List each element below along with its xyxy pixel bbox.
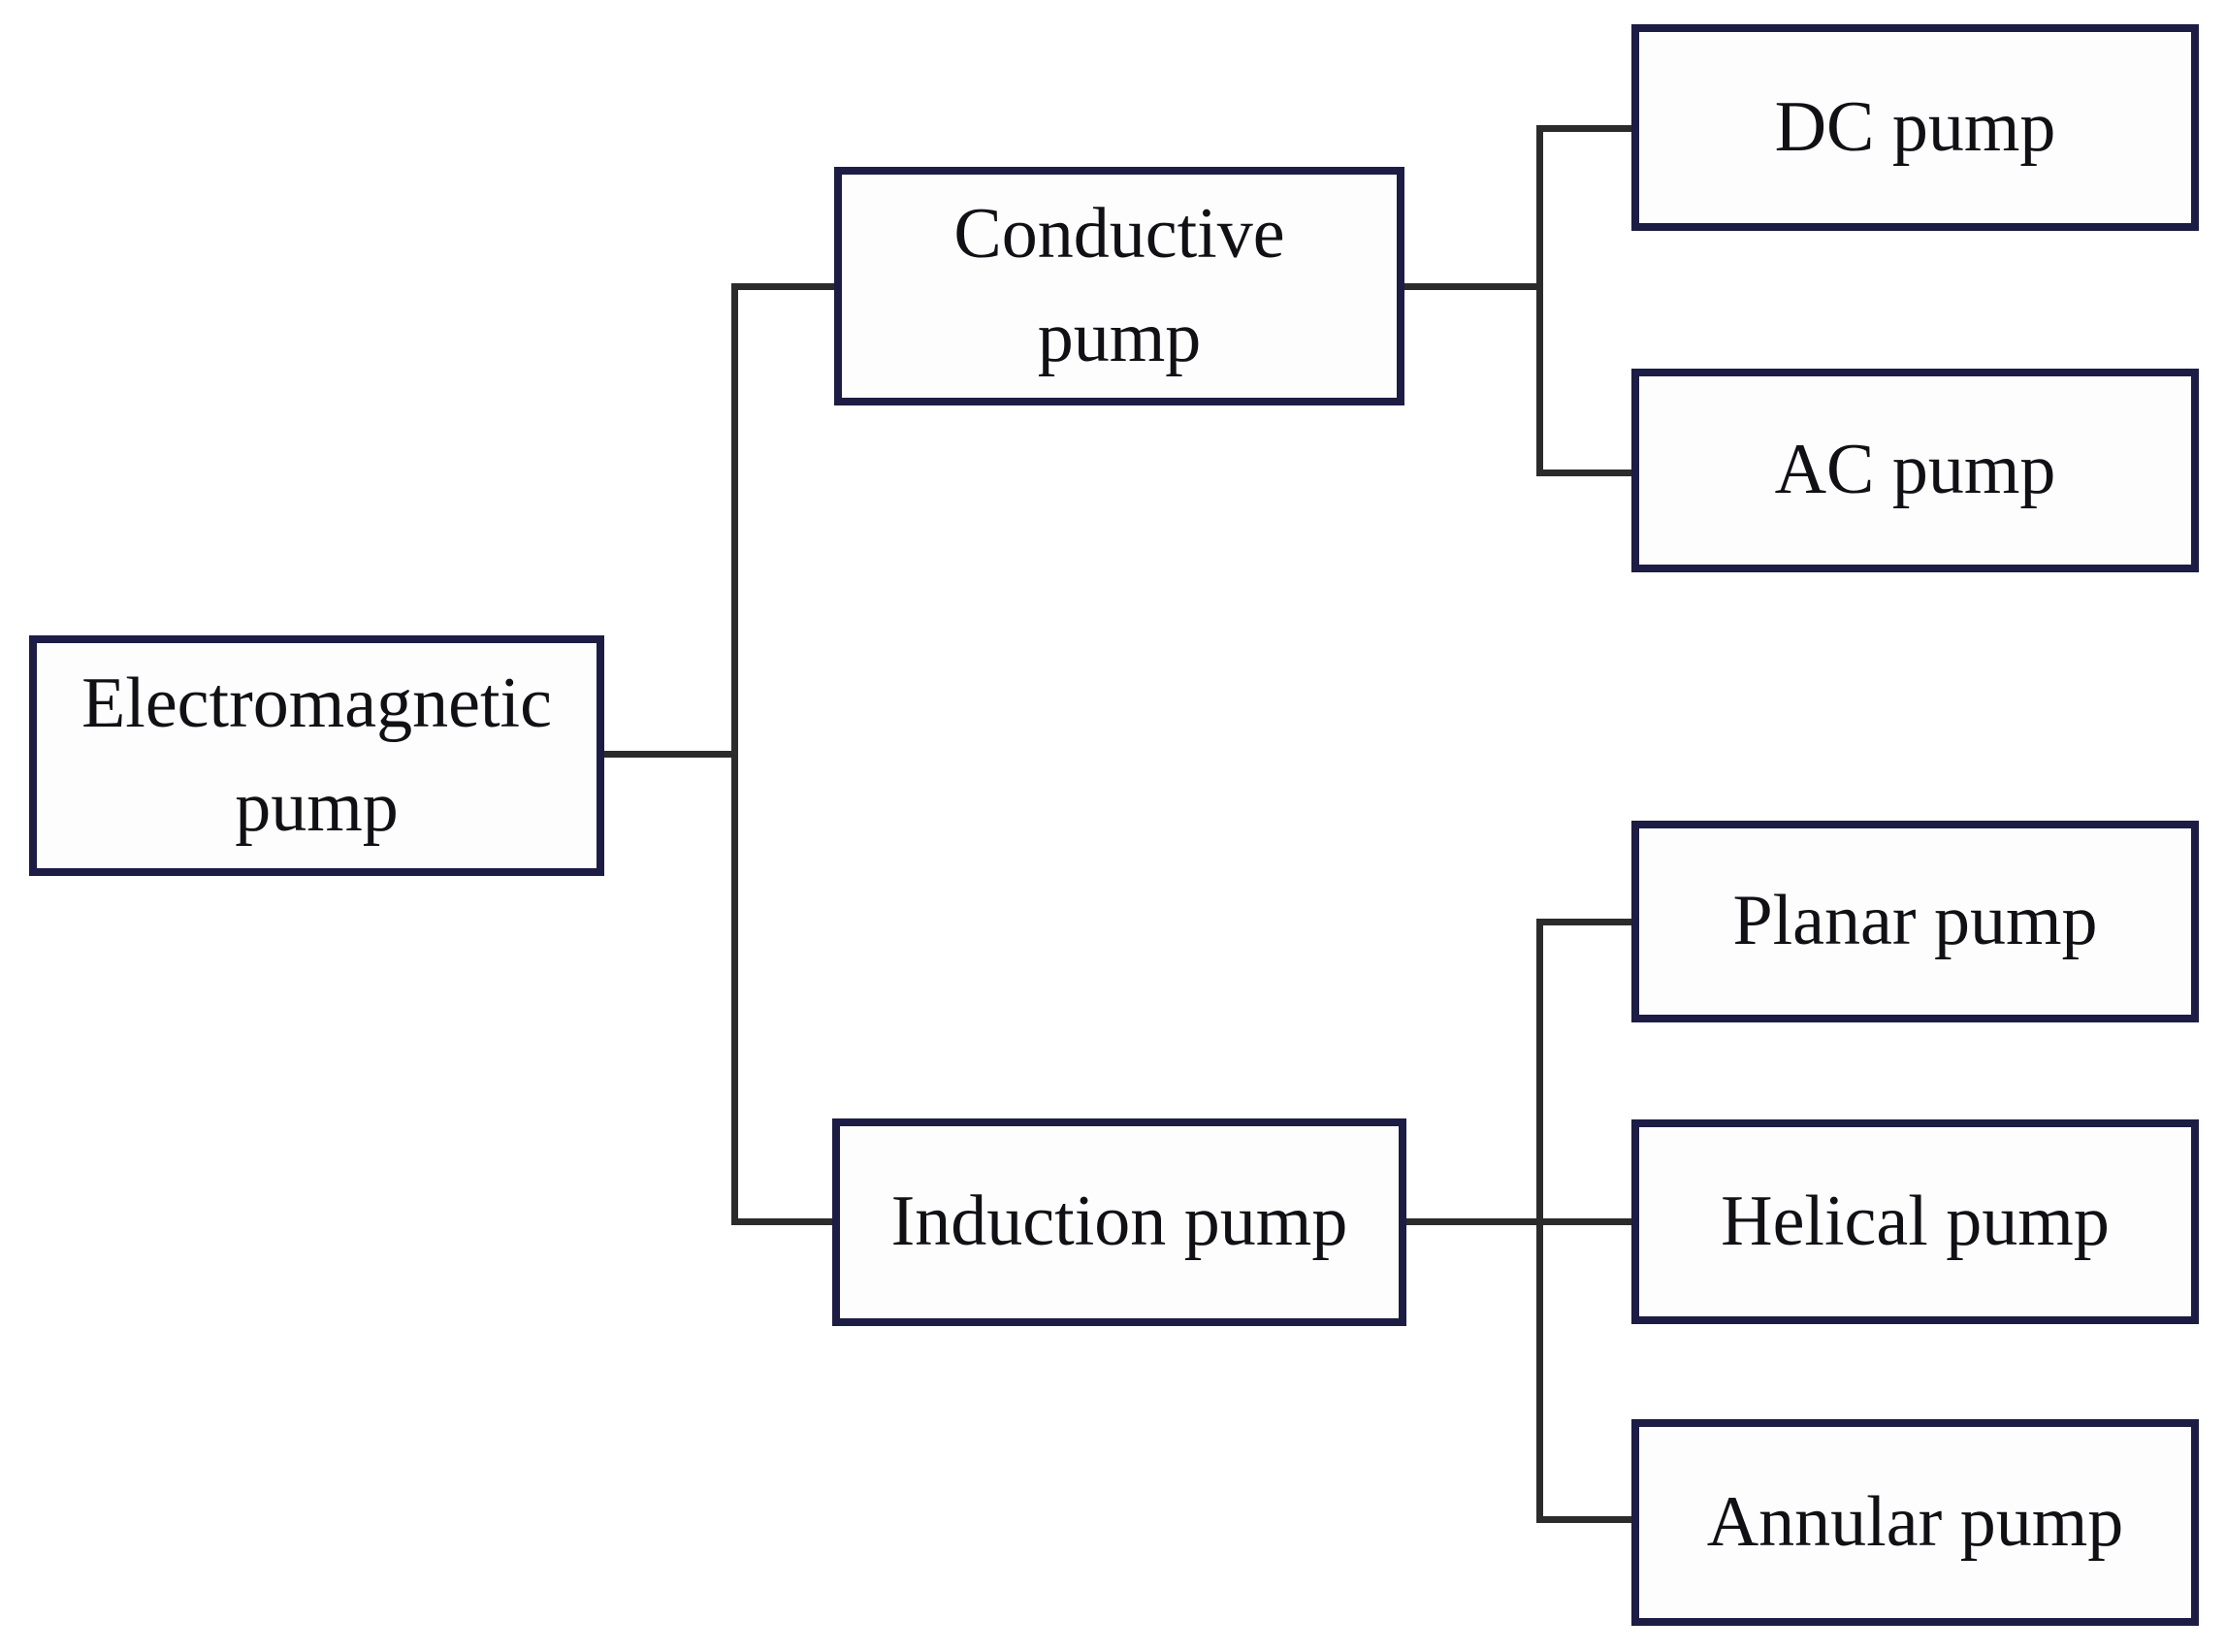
- connector-trunk-to-annular: [1536, 1516, 1631, 1523]
- connector-trunk-to-induction: [731, 1218, 832, 1225]
- node-dc-pump: DC pump: [1631, 24, 2199, 231]
- connector-root-to-trunk: [604, 751, 737, 758]
- node-label-line: pump: [1037, 298, 1202, 377]
- node-label-line: Electromagnetic: [81, 663, 552, 743]
- node-annular-pump: Annular pump: [1631, 1419, 2199, 1626]
- node-label-line: DC pump: [1774, 86, 2056, 167]
- connector-trunk-to-ac: [1536, 470, 1631, 476]
- node-electromagnetic-pump: Electromagnetic pump: [29, 635, 604, 876]
- node-label-line: pump: [235, 767, 399, 847]
- node-label-line: Annular pump: [1706, 1481, 2124, 1562]
- connector-trunk-conductive-children: [1536, 125, 1543, 476]
- node-label-line: Helical pump: [1721, 1181, 2110, 1261]
- node-planar-pump: Planar pump: [1631, 821, 2199, 1022]
- node-label-line: Induction pump: [890, 1182, 1348, 1262]
- node-label-line: AC pump: [1774, 430, 2056, 510]
- connector-trunk-to-helical: [1536, 1218, 1631, 1225]
- connector-induction-to-trunk: [1406, 1218, 1543, 1225]
- connector-trunk-level1: [731, 283, 738, 1225]
- connector-conductive-to-trunk: [1404, 283, 1543, 290]
- node-helical-pump: Helical pump: [1631, 1119, 2199, 1324]
- node-conductive-pump: Conductive pump: [834, 167, 1404, 405]
- node-label-line: Conductive: [953, 193, 1285, 274]
- connector-trunk-to-dc: [1536, 125, 1631, 132]
- connector-trunk-to-conductive: [731, 283, 834, 290]
- node-induction-pump: Induction pump: [832, 1118, 1406, 1326]
- node-ac-pump: AC pump: [1631, 369, 2199, 572]
- connector-trunk-to-planar: [1536, 919, 1631, 925]
- node-label-line: Planar pump: [1732, 881, 2098, 961]
